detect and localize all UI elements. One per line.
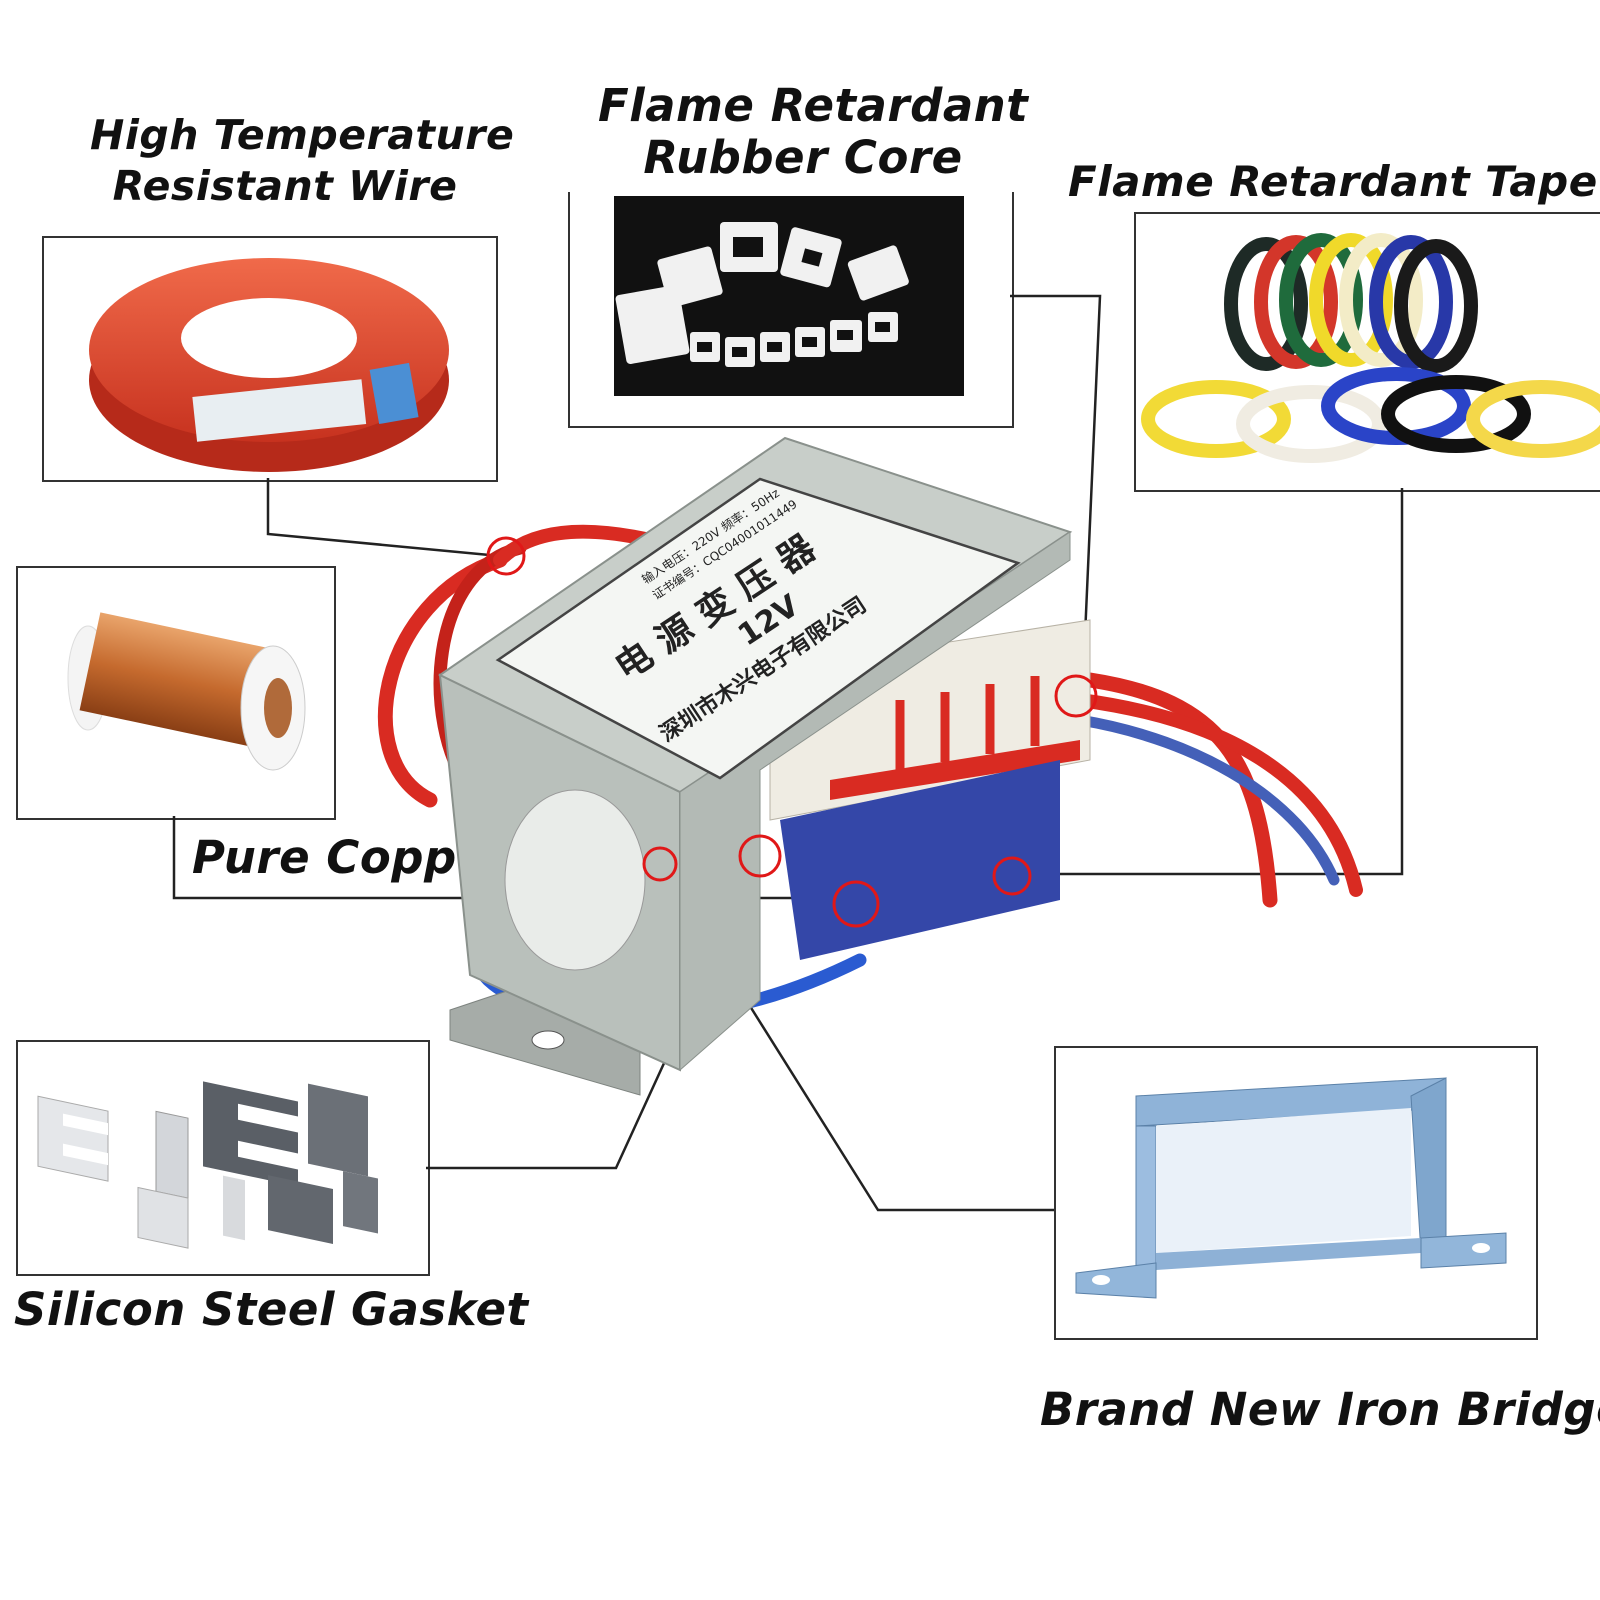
inset-copper-bobbin xyxy=(16,566,336,820)
inset-wire-coil xyxy=(42,236,498,482)
leader-copper-b xyxy=(426,857,760,1170)
label-flame-retardant-tape: Flame Retardant Tape xyxy=(1068,157,1598,206)
label-line: Resistant Wire xyxy=(112,162,458,211)
label-line: Flame Retardant xyxy=(598,79,1029,132)
wire-coil-illustration xyxy=(89,258,449,472)
label-rubber-core: Flame Retardant Rubber Core xyxy=(598,79,1029,184)
label-high-temperature-wire: High Temperature Resistant Wire xyxy=(90,111,515,211)
label-line: Rubber Core xyxy=(643,130,963,184)
label-pure-copper-wire: Pure Copper Wire xyxy=(192,831,647,884)
silicon-steel-illustration xyxy=(37,1081,378,1249)
leader-wire xyxy=(266,478,501,558)
base-plate xyxy=(449,969,641,1096)
label-silicon-steel-gasket: Silicon Steel Gasket xyxy=(14,1283,529,1336)
inset-tape-rolls xyxy=(1134,212,1600,492)
label-iron-bridge: Brand New Iron Bridge xyxy=(1040,1383,1600,1436)
tape-rolls-illustration xyxy=(1141,233,1600,463)
inset-silicon-steel xyxy=(16,1040,430,1276)
copper-bobbin-illustration xyxy=(67,612,306,771)
inset-iron-bridge xyxy=(1054,1046,1538,1340)
bobbin-front xyxy=(769,619,1091,821)
iron-bridge-illustration xyxy=(1075,1077,1507,1299)
leader-tape xyxy=(1016,488,1404,876)
leader-bridge xyxy=(660,865,1054,1212)
coil-blue xyxy=(780,760,1060,960)
leader-rubber xyxy=(1010,294,1102,705)
rubber-core-illustration xyxy=(614,196,964,396)
nameplate-text: 输入电压：220V 频率：50Hz 证书编号：CQC04001011449 电 … xyxy=(580,391,1004,748)
inset-rubber-core xyxy=(568,192,1014,428)
label-line: High Temperature xyxy=(90,111,515,159)
